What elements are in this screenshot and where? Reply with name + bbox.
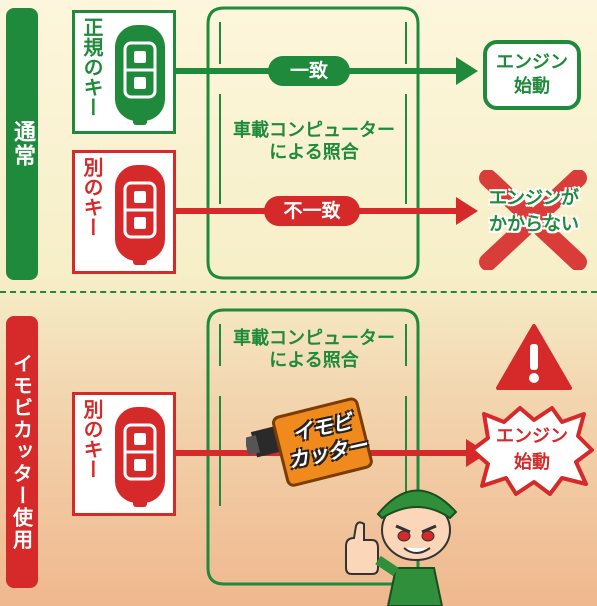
ecu-label-line1: 車載コンピューター xyxy=(233,328,395,349)
immobi-section-tab: イモビカッター使用 xyxy=(6,316,38,588)
arrow-head-row1 xyxy=(456,57,478,85)
section-divider xyxy=(0,291,597,293)
result-line1: エンジン xyxy=(496,52,568,73)
ecu-label-top: 車載コンピューター による照合 xyxy=(214,120,414,164)
engine-no-start-text: エンジンが かからない xyxy=(472,186,596,238)
key-fob-icon xyxy=(115,25,165,125)
warning-icon xyxy=(496,324,572,390)
arrow-head-row2 xyxy=(456,197,478,225)
cross-icon xyxy=(479,170,587,270)
ecu-outline-top xyxy=(206,6,420,280)
other-key-label: 別のキー xyxy=(80,157,104,237)
ecu-label-line1: 車載コンピューター xyxy=(233,120,395,141)
mismatch-pill: 不一致 xyxy=(264,196,360,226)
match-pill: 一致 xyxy=(268,56,350,86)
result-line1: エンジンが xyxy=(489,188,579,209)
result-line2: 始動 xyxy=(514,452,550,473)
immobi-cutter-device-icon xyxy=(246,397,373,487)
genuine-key-label: 正規のキー xyxy=(80,17,104,117)
other-key-card-row2: 別のキー xyxy=(72,150,176,274)
engine-start-box-row1: エンジン 始動 xyxy=(483,40,581,110)
ecu-label-line2: による照合 xyxy=(269,350,359,371)
engine-start-text-row3: エンジン 始動 xyxy=(478,424,586,476)
ecu-label-bottom: 車載コンピューター による照合 xyxy=(214,328,414,372)
other-key-label: 別のキー xyxy=(80,399,104,479)
other-key-card-row3: 別のキー xyxy=(72,392,176,516)
result-line1: エンジン xyxy=(496,426,568,447)
result-line2: かからない xyxy=(489,214,579,235)
thumbs-up-character xyxy=(345,489,458,606)
ecu-label-line2: による照合 xyxy=(269,142,359,163)
key-fob-icon xyxy=(115,407,165,507)
key-fob-icon xyxy=(115,165,165,265)
result-line2: 始動 xyxy=(514,76,550,97)
genuine-key-card: 正規のキー xyxy=(72,10,176,134)
normal-section-tab: 通常 xyxy=(6,8,38,280)
burst-icon xyxy=(470,406,594,496)
